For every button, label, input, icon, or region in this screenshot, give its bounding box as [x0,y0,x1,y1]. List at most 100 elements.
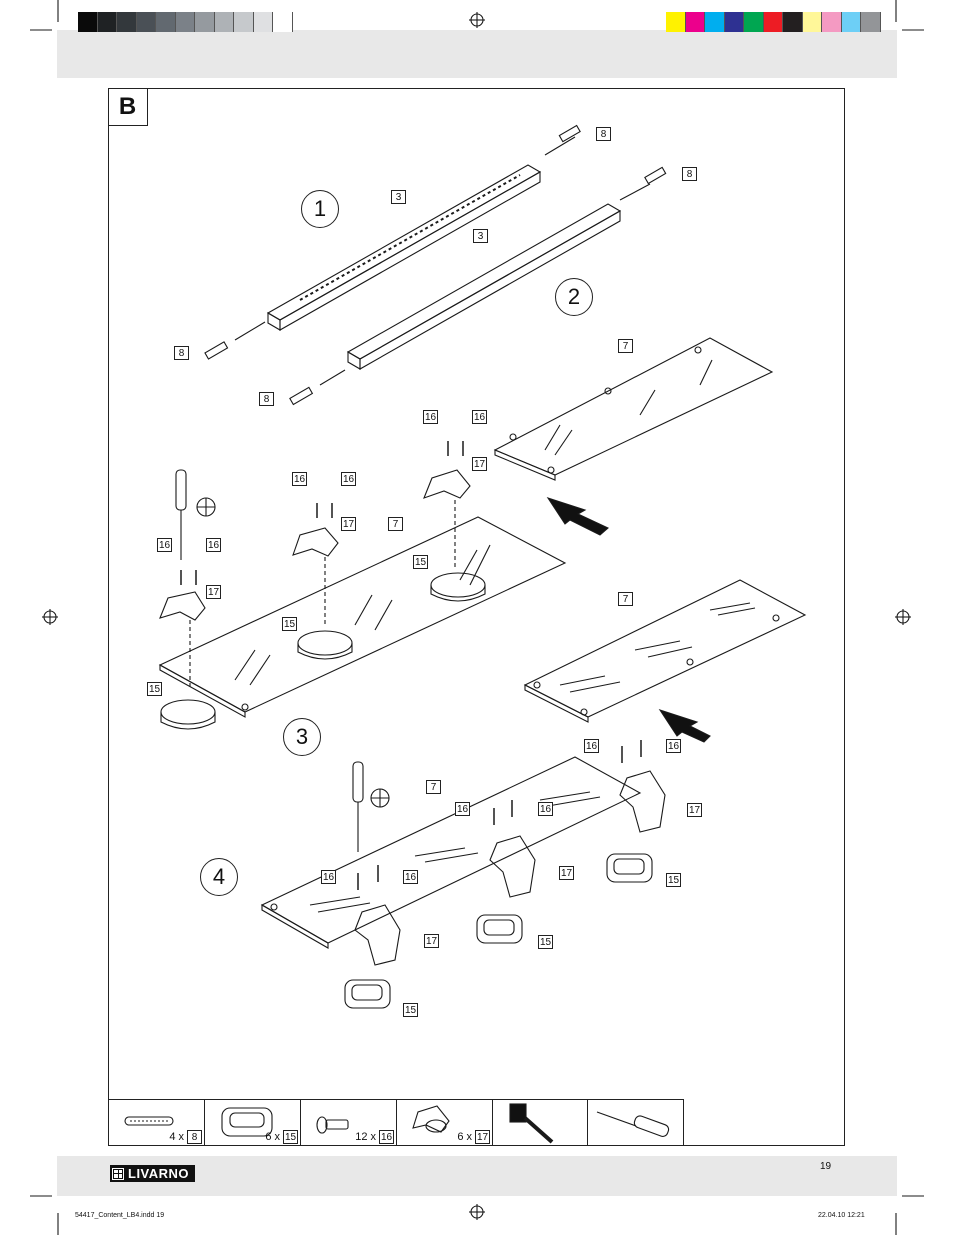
part-label: 16 [403,870,418,884]
part-label: 17 [687,803,702,817]
arrow-icon [546,496,609,536]
inventory-qty: 6 x [457,1131,472,1143]
part-label: 7 [388,517,403,531]
color-swatch [724,12,744,32]
part-label: 7 [618,592,633,606]
cmyk-bar [666,12,881,32]
footer-file-info: 54417_Content_LB4.indd 19 [75,1212,165,1219]
part-label: 16 [341,472,356,486]
color-swatch [685,12,705,32]
bracket-part-17-f [606,770,666,883]
step-1-circle: 1 [301,190,339,228]
instruction-frame [108,88,845,1146]
part-label: 16 [321,870,336,884]
inventory-part: 15 [283,1130,298,1144]
part-label: 16 [423,410,438,424]
glass-shelf-part-7-b [158,516,567,718]
part-label: 8 [174,346,189,360]
part-label: 16 [666,739,681,753]
gray-swatch [273,12,293,32]
glass-shelf-part-7-a [493,337,774,481]
part-label: 8 [596,127,611,141]
part-label: 17 [472,457,487,471]
color-swatch [841,12,861,32]
gray-swatch [195,12,215,32]
part-label: 17 [559,866,574,880]
part-label: 15 [538,935,553,949]
color-swatch [783,12,803,32]
bracket-part-17-d [344,904,401,1009]
color-swatch [705,12,725,32]
rail-part-3-a [266,164,542,331]
footer-band [57,1156,897,1196]
part-label: 17 [424,934,439,948]
pin-icon [124,1116,174,1126]
part-label: 16 [157,538,172,552]
pin-part-8-top [544,124,581,156]
part-label: 17 [206,585,221,599]
gray-swatch [136,12,156,32]
brand-logo: LIVARNO [110,1165,196,1182]
brand-name: LIVARNO [128,1166,190,1181]
step-2-circle: 2 [555,278,593,316]
base-icon [221,1107,273,1137]
part-label: 8 [682,167,697,181]
color-swatch [666,12,686,32]
pin-part-8-right [619,166,667,201]
section-letter: B [108,88,148,126]
page-number: 19 [820,1161,832,1172]
pin-part-8-bottom [289,369,346,406]
arrow-icon [658,708,711,743]
rail-part-3-b [346,203,622,370]
crop-marks-icon [30,0,924,1235]
part-label: 16 [472,410,487,424]
gray-swatch [156,12,176,32]
part-label: 16 [538,802,553,816]
part-label: 15 [282,617,297,631]
step-3-circle: 3 [283,718,321,756]
part-label: 15 [147,682,162,696]
bracket-part-17-e [476,835,536,944]
part-label: 16 [584,739,599,753]
glass-shelf-part-7-c [523,579,807,723]
screwdriver-icon [175,469,216,560]
inventory-qty: 6 x [265,1131,280,1143]
color-swatch [744,12,764,32]
gray-swatch [117,12,137,32]
inventory-part: 17 [475,1130,490,1144]
step-4-circle: 4 [200,858,238,896]
part-label: 16 [455,802,470,816]
color-swatch [763,12,783,32]
part-label: 15 [403,1003,418,1017]
part-label: 7 [426,780,441,794]
grayscale-bar [78,12,293,32]
glass-shelf-part-7-d [260,756,642,949]
screw-part-16-group [180,441,464,585]
bracket-icon [412,1105,450,1133]
registration-mark-icon [42,12,911,1220]
color-swatch [861,12,881,32]
part-label: 7 [618,339,633,353]
inventory-qty: 4 x [169,1131,184,1143]
inventory-cell-screwdriver [588,1099,684,1146]
inventory-part: 16 [379,1130,394,1144]
footer-date: 22.04.10 12:21 [818,1212,865,1219]
gray-swatch [97,12,117,32]
gray-swatch [175,12,195,32]
gray-swatch [253,12,273,32]
inventory-qty: 12 x [355,1131,376,1143]
part-label: 15 [666,873,681,887]
gray-swatch [234,12,254,32]
part-label: 3 [473,229,488,243]
bracket-part-17-b [292,527,353,660]
screwdriver-icon [352,761,390,852]
pin-part-8-left [204,321,266,360]
screw-part-16-group [357,740,642,890]
part-label: 16 [206,538,221,552]
part-label: 17 [341,517,356,531]
